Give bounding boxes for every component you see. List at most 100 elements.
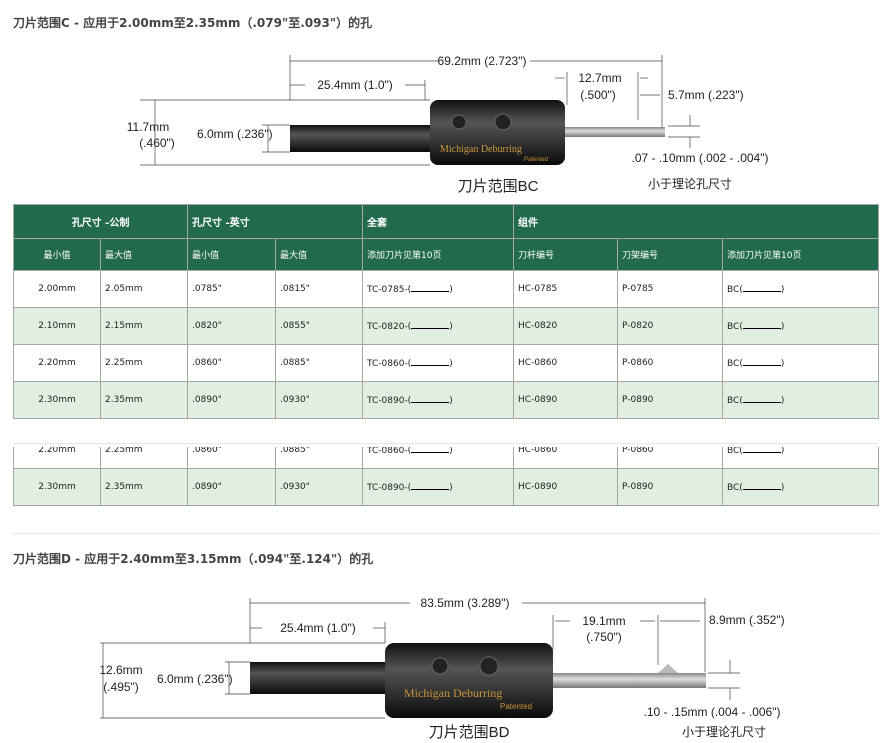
table-cell: 2.20mm [13, 344, 101, 382]
diagram-caption: 刀片范围BD [429, 724, 510, 741]
table-cell: BC() [722, 307, 880, 345]
table-cell: 2.30mm [13, 381, 101, 419]
table-cell: HC-0785 [513, 270, 619, 308]
table-cell: .0885" [275, 447, 363, 469]
cell-value: BC( [727, 359, 743, 369]
cell-value: BC( [727, 447, 743, 456]
fill-in-blank [411, 481, 450, 490]
cell-value: HC-0785 [518, 284, 558, 294]
table-cell: TC-0860-() [362, 447, 514, 469]
table-cell: TC-0785-() [362, 270, 515, 308]
cell-value: HC-0890 [518, 395, 558, 405]
fill-in-blank [742, 283, 781, 292]
table-cell: 2.25mm [99, 344, 189, 382]
table-cell: BC() [722, 344, 880, 382]
close-paren: ) [780, 359, 785, 369]
brand-logo: Michigan Deburring [404, 686, 502, 700]
close-paren: ) [780, 447, 785, 456]
cell-value: P-0785 [622, 284, 654, 294]
subheader-full-set: 添加刀片见第10页 [362, 238, 515, 271]
tip-length-in: (.500") [580, 88, 616, 102]
set-screw-icon [479, 656, 499, 676]
tool-diagram-bc: Michigan Deburring Patented 69.2mm (2.72… [127, 54, 769, 195]
cell-value: .0785" [192, 284, 222, 294]
table-cell: 2.15mm [99, 307, 189, 345]
table-cell: .0860" [187, 344, 277, 382]
table-cell: .0890" [187, 381, 277, 419]
patented-mark: Patented [500, 702, 532, 711]
divider [13, 533, 878, 534]
cell-value: .0930" [280, 482, 310, 492]
cell-value: .0890" [192, 482, 222, 492]
cell-value: 2.15mm [105, 321, 143, 331]
table-cell: .0785" [187, 270, 277, 308]
cell-value: HC-0820 [518, 321, 558, 331]
blade [658, 664, 678, 673]
table-cell: .0890" [187, 468, 276, 506]
overall-length: 69.2mm (2.723") [438, 54, 527, 68]
cell-value: 2.20mm [38, 358, 76, 368]
cell-value: .0820" [192, 321, 222, 331]
table-cell: .0815" [275, 270, 364, 308]
subheader-blade: 添加刀片见第10页 [722, 238, 880, 271]
close-paren: ) [449, 396, 453, 406]
table-cell: 2.05mm [99, 270, 189, 308]
tip-length-mm: 19.1mm [582, 614, 625, 628]
table-cell: BC() [722, 447, 879, 469]
section-c-title: 刀片范围C - 应用于2.00mm至2.35mm（.079"至.093"）的孔 [13, 16, 373, 30]
clearance-note: 小于理论孔尺寸 [682, 725, 766, 739]
cell-value: .0930" [280, 395, 310, 405]
header-inch: 孔尺寸 -英寸 [187, 204, 364, 239]
close-paren: ) [449, 447, 453, 456]
subheader-max-mm: 最大值 [99, 238, 189, 271]
table-cell: BC() [722, 468, 879, 506]
cell-value: TC-0860-( [367, 447, 412, 456]
shank-length: 25.4mm (1.0") [280, 621, 356, 635]
table-cell: HC-0890 [513, 468, 618, 506]
cell-value: HC-0860 [518, 447, 558, 455]
clearance: .07 - .10mm (.002 - .004") [632, 151, 769, 165]
fill-in-blank [742, 357, 781, 366]
table-cell: P-0890 [617, 468, 723, 506]
header-metric: 孔尺寸 -公制 [12, 204, 189, 239]
fill-in-blank [411, 357, 450, 366]
table-cell: P-0860 [617, 344, 724, 382]
subheader-holder-no: 刀杆编号 [513, 238, 619, 271]
table-cell: TC-0860-() [362, 344, 515, 382]
fill-in-blank [742, 481, 781, 490]
brand-logo: Michigan Deburring [440, 144, 522, 155]
cell-value: 2.35mm [105, 395, 143, 405]
cell-value: TC-0890-( [367, 483, 412, 493]
set-screw-icon [494, 113, 512, 131]
fill-in-blank [742, 447, 781, 453]
table-cell: HC-0860 [513, 344, 619, 382]
table-cell: 2.25mm [100, 447, 188, 469]
cell-value: 2.20mm [38, 447, 76, 455]
table-cell: .0855" [275, 307, 364, 345]
close-paren: ) [780, 285, 785, 295]
table-cell: 2.20mm [13, 447, 101, 469]
fill-in-blank [411, 394, 450, 403]
cell-value: P-0820 [622, 321, 654, 331]
table-cell: HC-0890 [513, 381, 619, 419]
table-cell: .0860" [187, 447, 276, 469]
table-cell: P-0860 [617, 447, 723, 469]
table-cell: 2.10mm [13, 307, 101, 345]
shank-diameter: 6.0mm (.236") [197, 127, 273, 141]
set-screw-icon [431, 657, 449, 675]
set-screw-icon [451, 114, 467, 130]
table-cell: P-0785 [617, 270, 724, 308]
close-paren: ) [449, 285, 453, 295]
clearance: .10 - .15mm (.004 - .006") [644, 705, 781, 719]
body-diameter-in: (.460") [139, 136, 175, 150]
subheader-min-in: 最小值 [187, 238, 277, 271]
cell-value: .0860" [192, 358, 222, 368]
fill-in-blank [742, 394, 781, 403]
close-paren: ) [449, 359, 453, 369]
table-cell: P-0890 [617, 381, 724, 419]
cutter-tip [553, 673, 706, 688]
table-cell: .0885" [275, 344, 364, 382]
header-components: 组件 [513, 204, 880, 239]
close-paren: ) [780, 322, 785, 332]
